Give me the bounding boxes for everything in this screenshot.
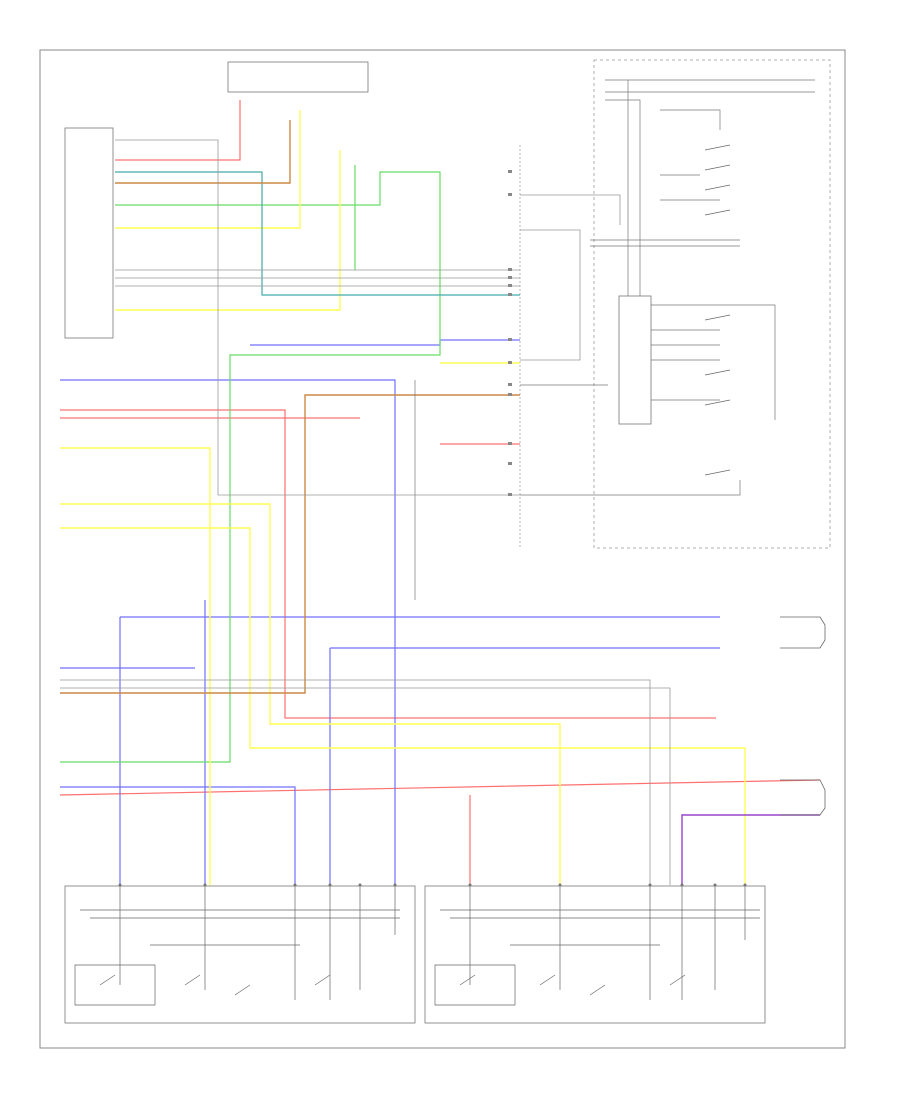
wire-purple	[681, 814, 820, 885]
switch-terminals	[118, 883, 747, 887]
right-front-motor	[780, 616, 826, 649]
top-connector-box	[227, 61, 369, 93]
right-rear-motor	[780, 779, 826, 816]
wire-red	[59, 100, 821, 885]
wire-orange	[60, 120, 520, 694]
front-switch-internals	[74, 885, 400, 1006]
control-module-switches	[704, 144, 731, 476]
wire-green	[60, 165, 441, 763]
rear-passenger-window-switch-box	[424, 885, 766, 1024]
bus-terminals	[508, 170, 512, 496]
left-module-box	[64, 127, 114, 339]
wire-blue	[60, 339, 720, 885]
control-module-wiring	[520, 79, 815, 496]
relay-box	[618, 295, 652, 425]
wire-teal	[115, 171, 520, 296]
rear-switch-internals	[434, 885, 760, 1006]
control-module-outline	[593, 59, 831, 549]
diagram-frame	[39, 49, 846, 1049]
front-passenger-window-switch-box	[64, 885, 416, 1024]
wire-yellow	[60, 110, 746, 885]
wire-gray	[60, 139, 671, 885]
